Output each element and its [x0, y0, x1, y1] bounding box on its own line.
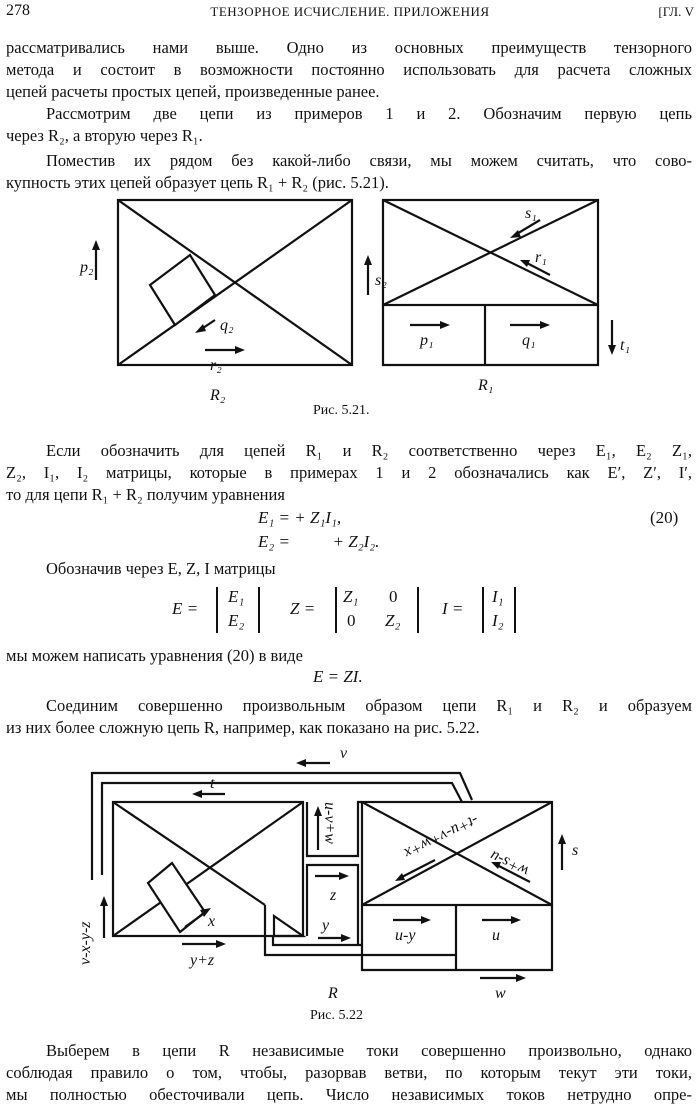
- chapter-label: [ГЛ. V: [658, 4, 694, 19]
- matrix-cell: 0: [347, 611, 356, 630]
- text-line: цепей расчеты простых цепей, произведенн…: [6, 82, 380, 101]
- matrix-definitions: E = E₁ E₂ Z = Z₁ 0 0 Z₂ I = I₁ I₂: [170, 585, 550, 637]
- matrix-cell: Z₁: [343, 587, 359, 606]
- label-w: w: [495, 985, 506, 1002]
- circuit-r1: s₁ r₁ p₁ q₁ t₁ R₁: [381, 198, 630, 394]
- text-line: Обозначив через E, Z, I матрицы: [46, 559, 276, 578]
- label-p2: p₂: [79, 259, 94, 276]
- label-s: s: [572, 842, 578, 859]
- figure-5-21: p₂ s₂ q₂ r₂ R₂ s₁ r₁ p₁ q₁ t₁ R₁: [79, 198, 630, 404]
- figure-5-22: v t u-v+w v-x-y-z z x y y+z -t+u-v+w+x w…: [77, 745, 578, 1002]
- label-s2: s₂: [375, 272, 387, 289]
- label-R1: R₁: [477, 377, 493, 394]
- text-line: метода и состоит в возможности постоянно…: [6, 60, 692, 79]
- matrix-cell: Z₂: [385, 611, 401, 630]
- matrix-cell: I₁: [492, 587, 504, 606]
- circuit-r: [90, 771, 554, 972]
- matrix-cell: 0: [389, 587, 398, 606]
- matrix-e-lhs: E =: [172, 599, 199, 618]
- matrix-cell: E₂: [228, 611, 245, 630]
- text-line: мы полностью обесточивали цепь. Число не…: [6, 1085, 692, 1104]
- label-z: z: [329, 887, 337, 904]
- label-q2: q₂: [220, 317, 234, 334]
- text-line: купность этих цепей образует цепь R₁ + R…: [6, 173, 389, 192]
- label-R2: R₂: [209, 387, 226, 404]
- matrix-i-lhs: I =: [442, 599, 464, 618]
- label-R: R: [327, 985, 338, 1002]
- label-p1: p₁: [419, 332, 434, 349]
- text-line: рассматривались нами выше. Одно из основ…: [6, 38, 692, 57]
- matrix-z-lhs: Z =: [290, 599, 316, 618]
- equation-compact: E = ZI.: [313, 667, 363, 686]
- text-line: из них более сложную цепь R, например, к…: [6, 718, 480, 737]
- text-line: мы можем написать уравнения (20) в виде: [6, 646, 303, 665]
- label-s1: s₁: [525, 205, 537, 222]
- page-number: 278: [6, 2, 30, 19]
- label-diagonal-current: -t+u-v+w+x: [401, 811, 481, 862]
- equation-number: (20): [650, 508, 679, 527]
- label-y-z: y+z: [188, 952, 215, 969]
- running-title: ТЕНЗОРНОЕ ИСЧИСЛЕНИЕ. ПРИЛОЖЕНИЯ: [210, 4, 490, 19]
- text-line: Поместив их рядом без какой-либо связи, …: [46, 151, 692, 170]
- figure-caption: Рис. 5.21.: [313, 403, 370, 418]
- text-line: Выберем в цепи R независимые токи соверш…: [46, 1041, 692, 1060]
- label-t1: t₁: [620, 337, 630, 354]
- equation-2: E₂ = + Z₂I₂.: [258, 532, 380, 551]
- text-line: Если обозначить для цепей R₁ и R₂ соотве…: [46, 441, 692, 460]
- label-t: t: [210, 775, 215, 792]
- label-v: v: [340, 745, 348, 762]
- figure-caption: Рис. 5.22: [310, 1008, 363, 1023]
- running-header: 278 ТЕНЗОРНОЕ ИСЧИСЛЕНИЕ. ПРИЛОЖЕНИЯ [ГЛ…: [6, 2, 694, 24]
- label-u-y: u-y: [395, 927, 416, 944]
- equation-1: E₁ = + Z₁I₁,: [258, 508, 342, 527]
- matrix-z: Z₁ 0 0 Z₂: [335, 587, 419, 633]
- matrix-i: I₁ I₂: [482, 587, 516, 633]
- matrix-cell: I₂: [492, 611, 504, 630]
- label-u-v-w: u-v+w: [321, 802, 338, 844]
- label-r1: r₁: [535, 249, 547, 266]
- matrix-e: E₁ E₂: [216, 587, 260, 633]
- label-q1: q₁: [522, 332, 536, 349]
- label-x: x: [207, 913, 215, 930]
- label-u: u: [492, 927, 500, 944]
- text-line: соблюдая правило о том, чтобы, разорвав …: [6, 1063, 692, 1082]
- circuit-r2: p₂ s₂ q₂ r₂ R₂: [79, 198, 387, 404]
- text-line: Соединим совершенно произвольным образом…: [46, 696, 692, 715]
- label-y: y: [320, 917, 330, 934]
- text-line: через R₂, а вторую через R₁.: [6, 126, 203, 145]
- text-line: Рассмотрим две цепи из примеров 1 и 2. О…: [46, 104, 692, 123]
- text-line: то для цепи R₁ + R₂ получим уравнения: [6, 485, 285, 504]
- label-v-x-y-z: v-x-y-z: [77, 921, 94, 965]
- matrix-cell: E₁: [228, 587, 245, 606]
- label-r2: r₂: [210, 357, 222, 374]
- text-line: Z₂, I₁, I₂ матрицы, которые в примерах 1…: [6, 463, 692, 482]
